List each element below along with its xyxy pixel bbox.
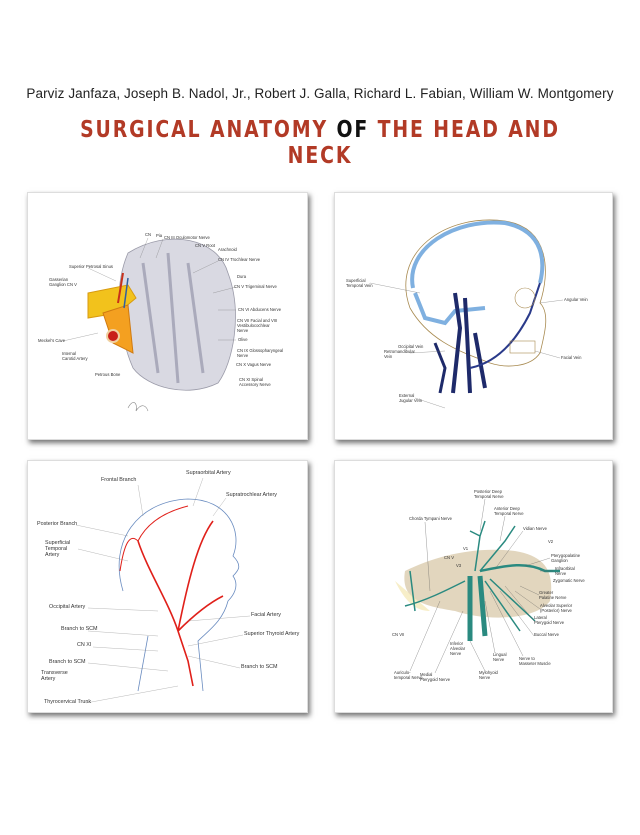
label: Pterygopalatine Ganglion (551, 553, 581, 563)
label: CN XI (77, 642, 92, 648)
label: Retromandibular Vein (384, 349, 415, 359)
head-arteries-drawing (75, 477, 251, 704)
label: Nerve to Masseter Muscle (519, 656, 551, 666)
label: CN IV Trochlear Nerve (218, 257, 261, 262)
label: Greater Palatine Nerve (539, 590, 567, 600)
label: Occipital Artery (49, 604, 86, 610)
label: Anterior Deep Temporal Nerve (494, 506, 524, 516)
label: Branch to SCM (241, 664, 278, 670)
head-arteries-illustration: Frontal Branch Supraorbital Artery Supra… (27, 460, 308, 713)
trigeminal-nerve-drawing (395, 498, 560, 674)
label: Mylohyoid Nerve (479, 670, 498, 680)
label: CN V Root (195, 243, 216, 248)
head-veins-illustration: Superficial Temporal Vein Angular Vein O… (334, 192, 613, 440)
label: Pia (156, 233, 163, 238)
label: CN VI Abducens Nerve (238, 307, 282, 312)
title-of: OF (336, 117, 370, 143)
label: Chorda Tympani Nerve (409, 516, 452, 521)
label: Dura (237, 274, 247, 279)
label: Facial Artery (251, 612, 281, 618)
label: Lateral Pterygoid Nerve (534, 615, 565, 625)
label: CN VII Facial and VIII Vestibulocochlear… (237, 318, 278, 333)
label: Zygomatic Nerve (553, 578, 585, 583)
label: CN III Oculomotor Nerve (164, 235, 210, 240)
label: CN V (444, 555, 455, 560)
label: Transverse Artery (41, 670, 68, 682)
label: Arachnoid (218, 247, 237, 252)
label: CN IX Glossopharyngeal Nerve (237, 348, 284, 358)
label: Meckel's Cave (38, 338, 66, 343)
label: Superficial Temporal Vein (346, 278, 373, 288)
label: Branch to SCM (61, 626, 98, 632)
label: CN XI Spinal Accessory Nerve (239, 377, 271, 387)
title-part-1: SURGICAL ANATOMY (80, 117, 337, 143)
label: Supraorbital Artery (186, 470, 231, 476)
label: Superior Thyroid Artery (244, 631, 300, 637)
label: Gasserian Ganglion CN V (49, 277, 77, 287)
label: Auriculo- temporal Nerve (394, 670, 423, 680)
label: CN V Trigeminal Nerve (234, 284, 277, 289)
label: Posterior Deep Temporal Nerve (474, 489, 504, 499)
trigeminal-nerve-illustration: Posterior Deep Temporal Nerve Anterior D… (334, 460, 613, 713)
cranial-nerves-illustration: CN Pia CN III Oculomotor Nerve CN V Root… (27, 192, 308, 440)
label: CN (145, 232, 152, 237)
label: Vidian Nerve (523, 526, 547, 531)
head-veins-drawing (369, 219, 564, 409)
label: Medial Pterygoid Nerve (420, 672, 451, 682)
label: V3 (456, 563, 462, 568)
label: Internal Carotid Artery (62, 351, 88, 361)
label: Superficial Temporal Artery (45, 540, 71, 558)
label: Angular Vein (564, 297, 588, 302)
label: Superior Petrosal Sinus (69, 264, 113, 269)
label: Olive (238, 337, 248, 342)
label: V1 (463, 546, 469, 551)
label: Alveolar Superior (Posterior) Nerve (540, 603, 573, 613)
label: Lingual Nerve (493, 652, 507, 662)
label: Posterior Branch (37, 521, 78, 527)
label: Thyrocervical Trunk (44, 699, 92, 705)
label: External Jugular Vein (399, 393, 423, 403)
label: Petrous Bone (95, 372, 121, 377)
label: CN VII (392, 632, 405, 637)
label: Occipital Vein (398, 344, 424, 349)
label: Facial Vein (561, 355, 582, 360)
label: Supratrochlear Artery (226, 492, 277, 498)
label: Inferior Alveolar Nerve (450, 641, 466, 656)
label: Branch to SCM (49, 659, 86, 665)
cranial-nerves-drawing (62, 237, 237, 412)
label: Infraorbital Nerve (555, 566, 575, 576)
label: Buccal Nerve (534, 632, 559, 637)
authors: Parviz Janfaza, Joseph B. Nadol, Jr., Ro… (26, 86, 614, 101)
book-title: SURGICAL ANATOMY OF THE HEAD AND NECK (58, 117, 583, 169)
label: Frontal Branch (101, 477, 137, 483)
label: CN X Vagus Nerve (236, 362, 272, 367)
label: V2 (548, 539, 554, 544)
title-part-2: THE HEAD AND NECK (287, 117, 560, 169)
